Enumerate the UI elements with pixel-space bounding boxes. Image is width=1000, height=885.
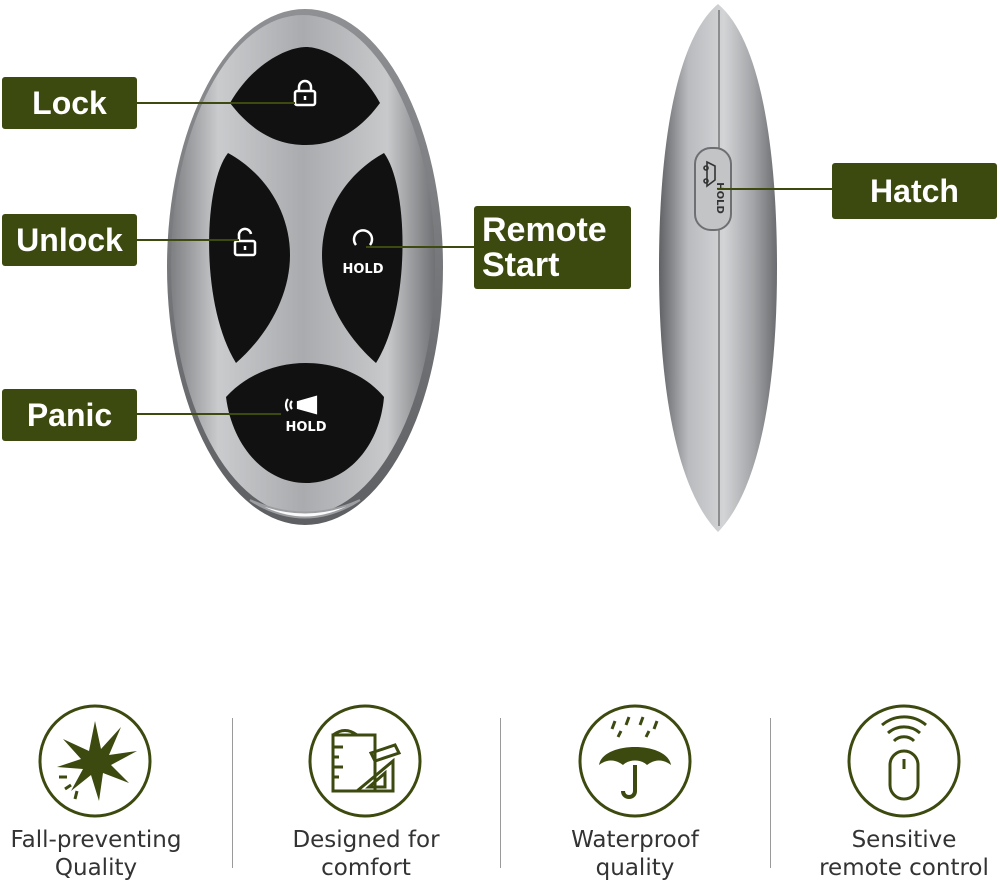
feature-divider-2 xyxy=(500,718,501,868)
remote-start-callout: Remote Start xyxy=(474,206,631,289)
key-fob-front: HOLD HOLD xyxy=(167,9,443,525)
panic-callout: Panic xyxy=(2,389,137,441)
unlock-button[interactable] xyxy=(209,153,290,363)
horn-icon xyxy=(284,395,318,415)
feature-label-fall-preventing: Fall-preventing Quality xyxy=(10,827,182,881)
key-ring-slot xyxy=(249,499,361,519)
umbrella-rain-icon xyxy=(578,704,692,818)
feature-label-sensitive-remote: Sensitive remote control xyxy=(819,827,989,881)
panic-button[interactable] xyxy=(226,363,384,483)
unlock-leader-line xyxy=(137,239,239,241)
key-fob-side: HOLD xyxy=(659,4,777,532)
panic-leader-line xyxy=(137,413,281,415)
unlock-callout: Unlock xyxy=(2,214,137,266)
feature-divider-3 xyxy=(770,718,771,868)
hatch-hold-text: HOLD xyxy=(714,182,725,214)
design-tools-icon xyxy=(308,704,422,818)
impact-burst-icon xyxy=(38,704,152,818)
feature-label-waterproof: Waterproof quality xyxy=(571,827,699,881)
remote-start-hold-text: HOLD xyxy=(342,262,383,277)
car-hatch-icon xyxy=(703,160,716,188)
unlock-icon xyxy=(233,227,257,257)
lock-callout: Lock xyxy=(2,77,137,129)
feature-label-designed-for-comfort: Designed for comfort xyxy=(292,827,440,881)
remote-start-leader-line xyxy=(366,246,474,248)
remote-signal-icon xyxy=(847,704,961,818)
lock-icon xyxy=(293,79,317,107)
remote-start-callout-line2: Start xyxy=(482,245,560,284)
hatch-leader-line xyxy=(718,188,832,190)
remote-start-callout-line1: Remote xyxy=(482,210,607,249)
lock-leader-line xyxy=(137,102,295,104)
feature-divider-1 xyxy=(232,718,233,868)
panic-hold-text: HOLD xyxy=(285,420,326,435)
hatch-callout: Hatch xyxy=(832,163,997,219)
remote-start-button[interactable] xyxy=(322,153,403,363)
power-icon xyxy=(352,229,374,246)
